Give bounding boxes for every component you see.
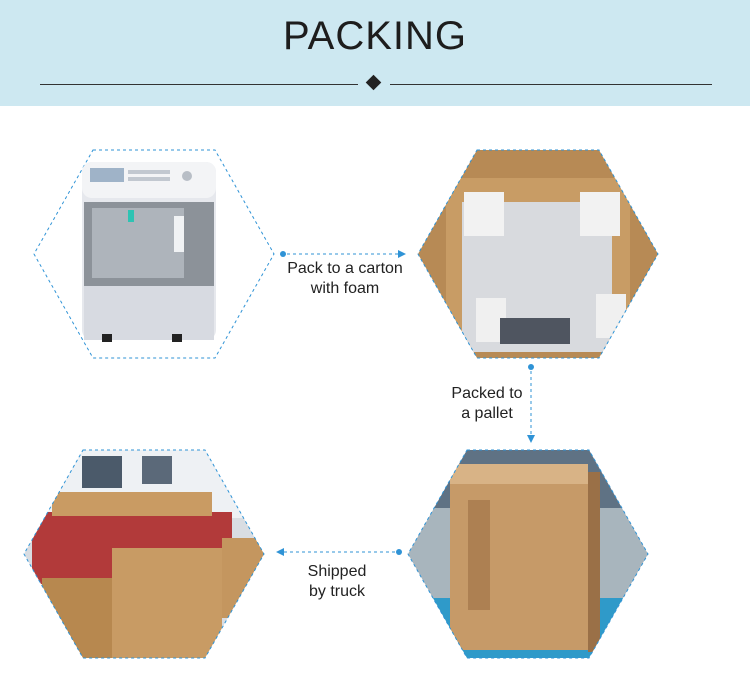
arrow-down-icon — [527, 364, 535, 443]
hex-image-carton — [417, 149, 659, 359]
step-caption-truck: Shipped by truck — [307, 563, 367, 600]
hex-image-truck — [23, 449, 265, 659]
title-divider-right — [390, 84, 712, 85]
step-caption-pallet: Packed to a pallet — [451, 385, 523, 422]
title-divider-left — [40, 84, 358, 85]
arrow-left-icon — [276, 548, 402, 556]
step-caption-carton: Pack to a carton with foam — [287, 260, 403, 297]
hex-image-pallet — [407, 449, 649, 659]
arrow-right-icon — [280, 250, 406, 258]
diamond-icon — [365, 74, 382, 91]
page-title: PACKING — [282, 14, 468, 58]
header-banner: PACKING — [0, 0, 750, 106]
hex-image-concentrator — [33, 149, 275, 359]
